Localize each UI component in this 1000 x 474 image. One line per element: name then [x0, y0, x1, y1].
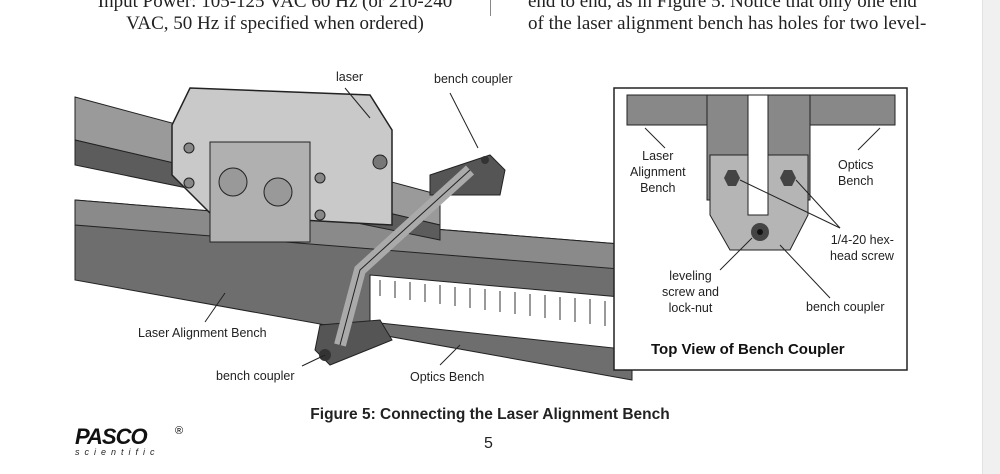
- label-line: Laser: [642, 149, 674, 163]
- label-line: 1/4-20 hex-: [830, 233, 894, 247]
- inset-label-bench-coupler: bench coupler: [806, 300, 885, 314]
- column-divider: [490, 0, 491, 16]
- label-laser-alignment-bench: Laser Alignment Bench: [138, 326, 267, 340]
- label-line: Optics: [838, 158, 874, 172]
- label-bench-coupler-bottom: bench coupler: [216, 369, 295, 383]
- inset-label-leveling-screw: leveling screw and lock-nut: [662, 268, 719, 316]
- inset-label-laser-bench: Laser Alignment Bench: [630, 148, 686, 196]
- label-line: screw and: [662, 285, 719, 299]
- logo-text: PASCO: [75, 424, 148, 449]
- label-line: head screw: [830, 249, 894, 263]
- page-number: 5: [484, 435, 493, 452]
- label-bench-coupler-top: bench coupler: [434, 72, 513, 86]
- text-line: VAC, 50 Hz if specified when ordered): [126, 13, 424, 34]
- pasco-logo: PASCO scientific ®: [75, 424, 183, 457]
- label-line: leveling: [669, 269, 712, 283]
- inset-title: Top View of Bench Coupler: [651, 341, 845, 358]
- text-line: Input Power: 105-125 VAC 60 Hz (or 210-2…: [97, 0, 453, 12]
- label-line: Bench: [640, 181, 676, 195]
- inset-label-optics-bench: Optics Bench: [838, 157, 873, 189]
- body-text-left: Input Power: 105-125 VAC 60 Hz (or 210-2…: [0, 0, 550, 35]
- text-line: of the laser alignment bench has holes f…: [528, 13, 927, 34]
- body-text-right: end to end, as in Figure 5. Notice that …: [528, 0, 926, 35]
- label-line: Bench: [838, 174, 874, 188]
- page-edge: [982, 0, 1000, 474]
- figure-caption: Figure 5: Connecting the Laser Alignment…: [310, 406, 670, 423]
- inset-label-hex-screw: 1/4-20 hex- head screw: [830, 232, 894, 264]
- label-line: Alignment: [630, 165, 686, 179]
- registered-icon: ®: [175, 425, 184, 437]
- label-line: lock-nut: [668, 301, 713, 315]
- logo-subtext: scientific: [75, 447, 160, 457]
- text-line: end to end, as in Figure 5. Notice that …: [528, 0, 917, 12]
- label-optics-bench: Optics Bench: [410, 370, 485, 384]
- label-laser: laser: [336, 70, 364, 84]
